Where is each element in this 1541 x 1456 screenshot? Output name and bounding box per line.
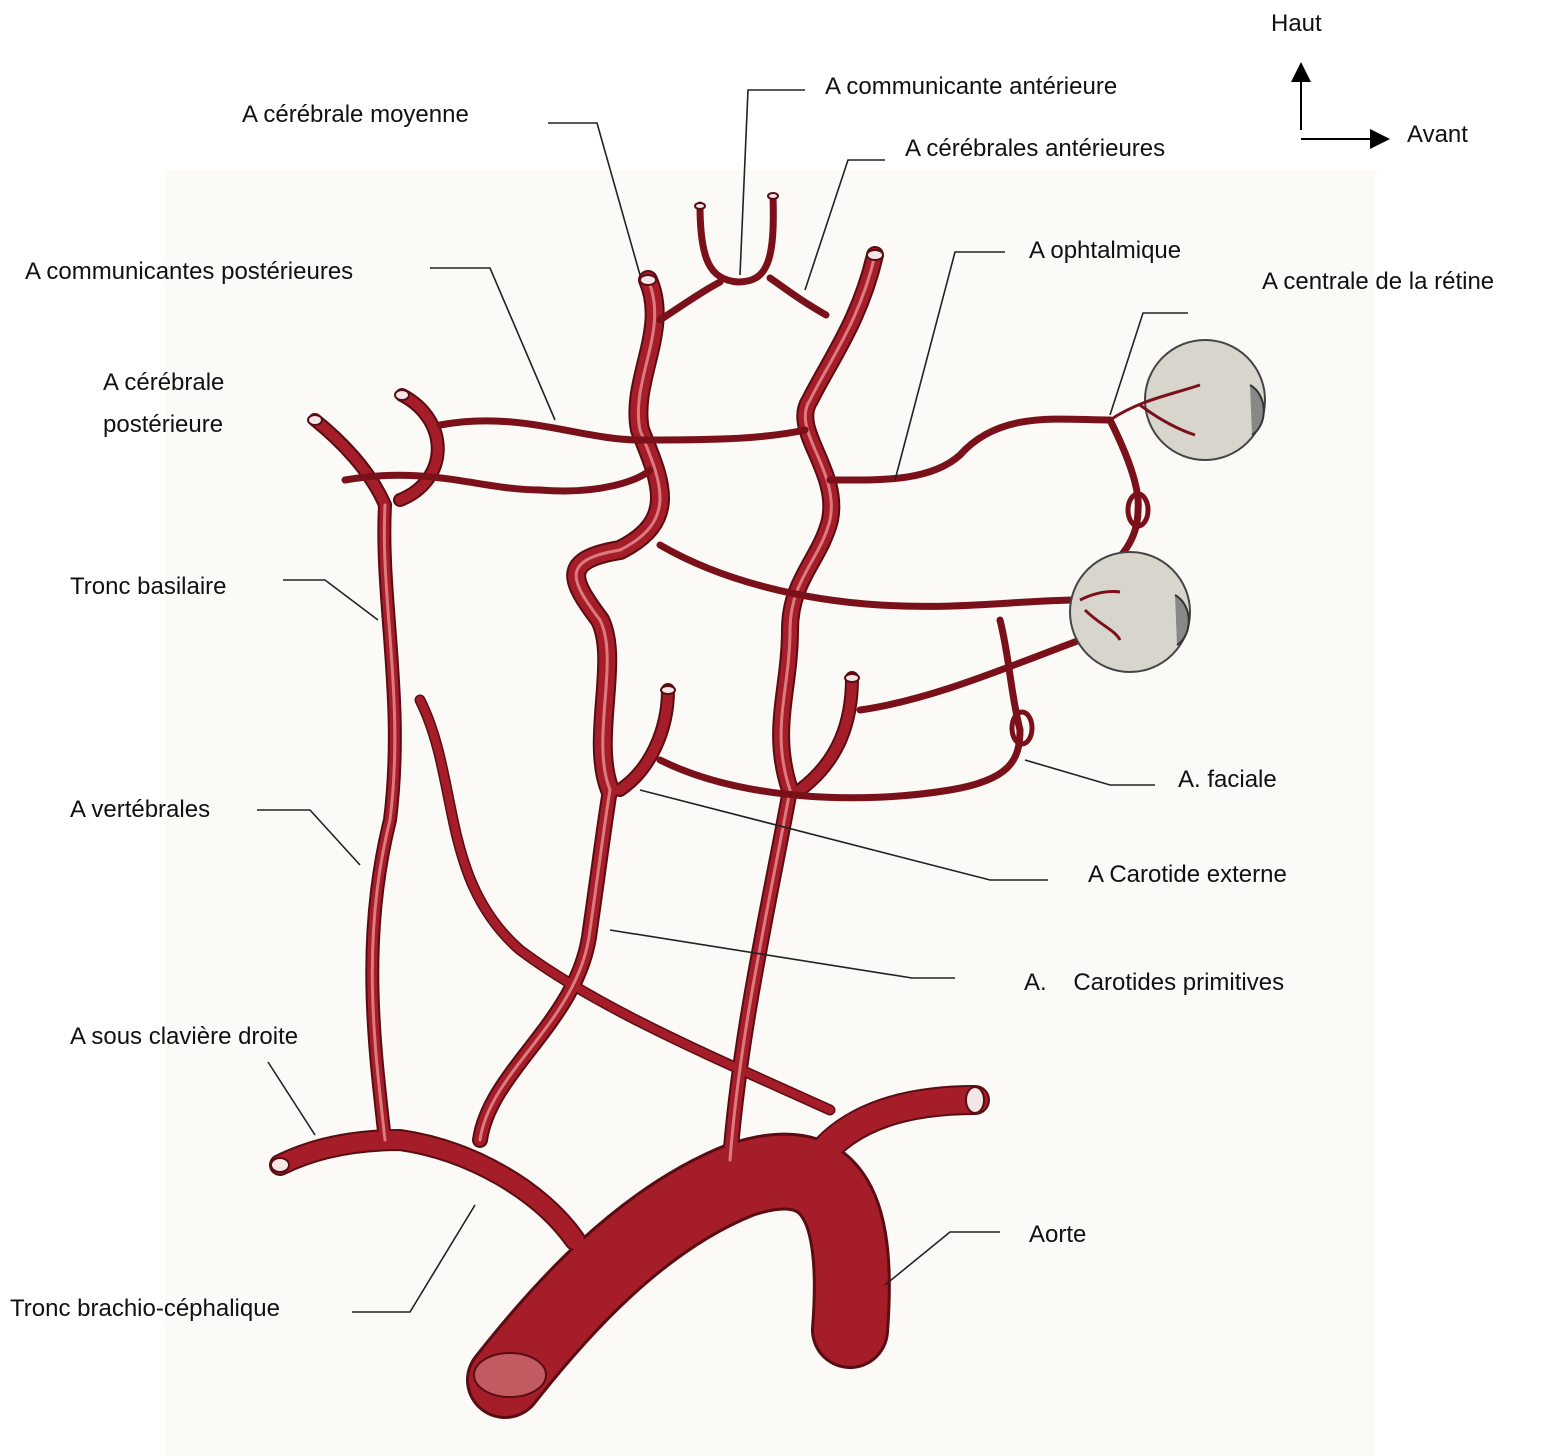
label-cerebrale-moyenne: A cérébrale moyenne: [242, 101, 469, 129]
label-vertebrales: A vertébrales: [70, 796, 210, 824]
label-centrale-retine: A centrale de la rétine: [1262, 268, 1494, 296]
eye-lower: [1070, 552, 1190, 672]
label-communicantes-posterieures: A communicantes postérieures: [25, 258, 353, 286]
label-cerebrales-anterieures: A cérébrales antérieures: [905, 135, 1165, 163]
label-faciale: A. faciale: [1178, 766, 1277, 794]
label-carotides-primitives: A. Carotides primitives: [1024, 969, 1284, 997]
label-cerebrale-posterieure: A cérébrale postérieure: [103, 362, 323, 446]
label-tronc-brachio-cephalique: Tronc brachio-céphalique: [10, 1295, 280, 1323]
label-carotide-externe: A Carotide externe: [1088, 861, 1287, 889]
orientation-up-label: Haut: [1271, 10, 1322, 38]
label-sous-claviere-droite: A sous clavière droite: [70, 1023, 298, 1051]
label-tronc-basilaire: Tronc basilaire: [70, 573, 227, 601]
orientation-forward-label: Avant: [1407, 121, 1468, 149]
label-aorte: Aorte: [1029, 1221, 1086, 1249]
label-communicante-anterieure: A communicante antérieure: [825, 73, 1117, 101]
label-ophtalmique: A ophtalmique: [1029, 237, 1181, 265]
orientation-indicator: [1301, 72, 1380, 139]
